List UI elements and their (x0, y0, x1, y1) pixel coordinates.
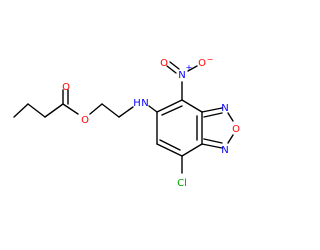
bond-n-nitro-o-right (187, 65, 198, 72)
bond-n-nitro-o-left-1 (166, 65, 177, 74)
bond-o-ester-c5 (89, 103, 103, 115)
atom-n-ring-bottom: N (221, 145, 228, 156)
atom-o-carbonyl: O (62, 82, 70, 93)
atom-o-nitro-single: O (198, 58, 206, 69)
atom-cl: Cl (177, 178, 187, 189)
bond-n-ring-bottom-c (201, 143, 223, 149)
bond-c5-c6 (101, 103, 120, 118)
atom-n-nitro: N (178, 70, 185, 81)
atom-o-ester: O (81, 115, 89, 126)
bond-c-n-ring-top (201, 107, 223, 113)
bond-c3-c4 (44, 103, 64, 118)
bond-ring-5-inner (159, 139, 181, 151)
atom-n-ring-top: N (221, 103, 228, 114)
atom-o-nitro-double: O (160, 58, 168, 69)
bond-n-amine-ring (148, 105, 158, 113)
bond-n-top-o-ring (227, 112, 234, 122)
atom-h-amine: H (133, 98, 141, 109)
bond-ring-5 (156, 143, 183, 157)
bond-ring-4 (181, 143, 203, 157)
bond-ring-1-inner (161, 105, 183, 116)
bond-ring-2 (181, 99, 203, 113)
bond-c6-n-amine (118, 106, 134, 118)
bond-ring-1 (156, 99, 183, 113)
molecule-structure-diagram: O O H N N + O O − N O N Cl (13, 55, 240, 189)
atom-o-ring: O (232, 124, 240, 135)
bond-c-n-ring-top-inner (203, 112, 223, 118)
bonds (13, 61, 234, 174)
bond-c1-c2 (13, 103, 29, 118)
atom-n-amine: N (141, 98, 148, 109)
atom-labels: O O H N N + O O − N O N Cl (62, 55, 240, 189)
charge-n-nitro-plus: + (186, 63, 193, 72)
bond-n-ring-bottom-c-inner (203, 138, 223, 144)
bond-c2-c3 (27, 103, 46, 118)
bond-c4-o-ester (62, 103, 79, 115)
bond-o-ring-n-bottom (227, 134, 234, 144)
charge-o-nitro-minus: − (207, 55, 214, 64)
bond-n-nitro-o-left-2 (169, 61, 180, 70)
